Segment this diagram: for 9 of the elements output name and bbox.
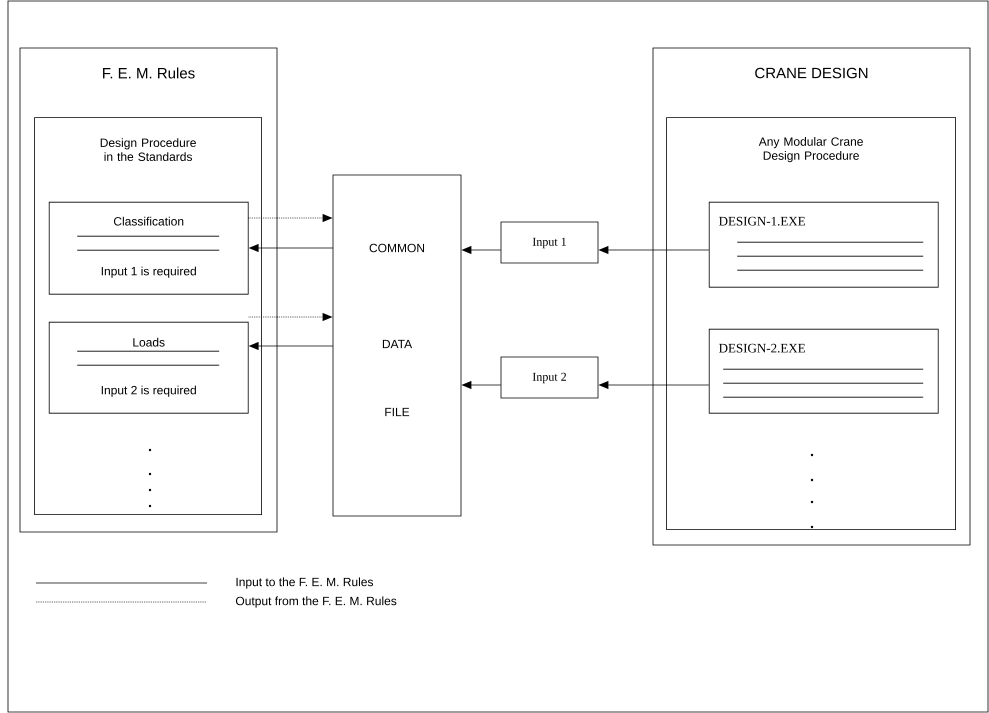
data-file-box: COMMON DATA FILE: [332, 174, 462, 516]
program-box: DESIGN-2.EXE: [708, 328, 939, 414]
legend-text: Output from the F. E. M. Rules: [236, 596, 396, 608]
legend-text: Input to the F. E. M. Rules: [236, 577, 374, 589]
program-box: DESIGN-1.EXE: [708, 202, 939, 288]
input-box: Input 2: [500, 356, 598, 398]
module-box: Loads Input 2 is required: [48, 322, 249, 414]
input-box: Input 1: [500, 222, 598, 264]
module-box: Classification Input 1 is required: [48, 202, 249, 295]
